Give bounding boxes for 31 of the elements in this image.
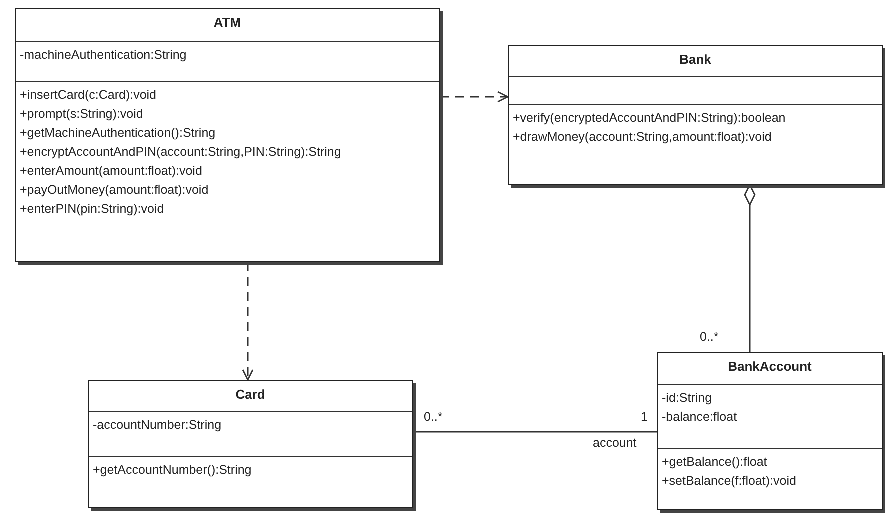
attribute-text: -id:String — [662, 390, 714, 407]
dependency-arrow — [242, 262, 254, 381]
association-line — [413, 431, 657, 433]
class-box — [508, 45, 883, 185]
multiplicity-label: account — [593, 436, 637, 450]
dependency-arrow — [440, 91, 509, 103]
method-text: +insertCard(c:Card):void — [20, 87, 158, 104]
method-text: +payOutMoney(amount:float):void — [20, 182, 210, 199]
multiplicity-label: 1 — [641, 410, 648, 424]
method-text: +prompt(s:String):void — [20, 106, 144, 123]
class-name: Bank — [680, 52, 712, 67]
method-text: +verify(encryptedAccountAndPIN:String):boolean — [513, 110, 787, 127]
method-text: +getBalance():float — [662, 454, 768, 471]
attribute-text: -balance:float — [662, 409, 738, 426]
class-box — [15, 8, 440, 262]
class-name: ATM — [214, 15, 242, 30]
method-text: +drawMoney(account:String,amount:float):void — [513, 129, 773, 146]
class-box — [88, 380, 413, 508]
method-text: +encryptAccountAndPIN(account:String,PIN:String):String — [20, 144, 342, 161]
method-text: +enterAmount(amount:float):void — [20, 163, 204, 180]
multiplicity-label: 0..* — [424, 410, 443, 424]
multiplicity-label: 0..* — [700, 330, 719, 344]
method-text: +setBalance(f:float):void — [662, 473, 798, 490]
method-text: +enterPIN(pin:String):void — [20, 201, 166, 218]
class-name: Card — [236, 387, 266, 402]
attribute-text: -machineAuthentication:String — [20, 47, 188, 64]
class-name: BankAccount — [728, 359, 812, 374]
method-text: +getMachineAuthentication():String — [20, 125, 217, 142]
class-box — [657, 352, 883, 510]
method-text: +getAccountNumber():String — [93, 462, 253, 479]
attribute-text: -accountNumber:String — [93, 417, 223, 434]
